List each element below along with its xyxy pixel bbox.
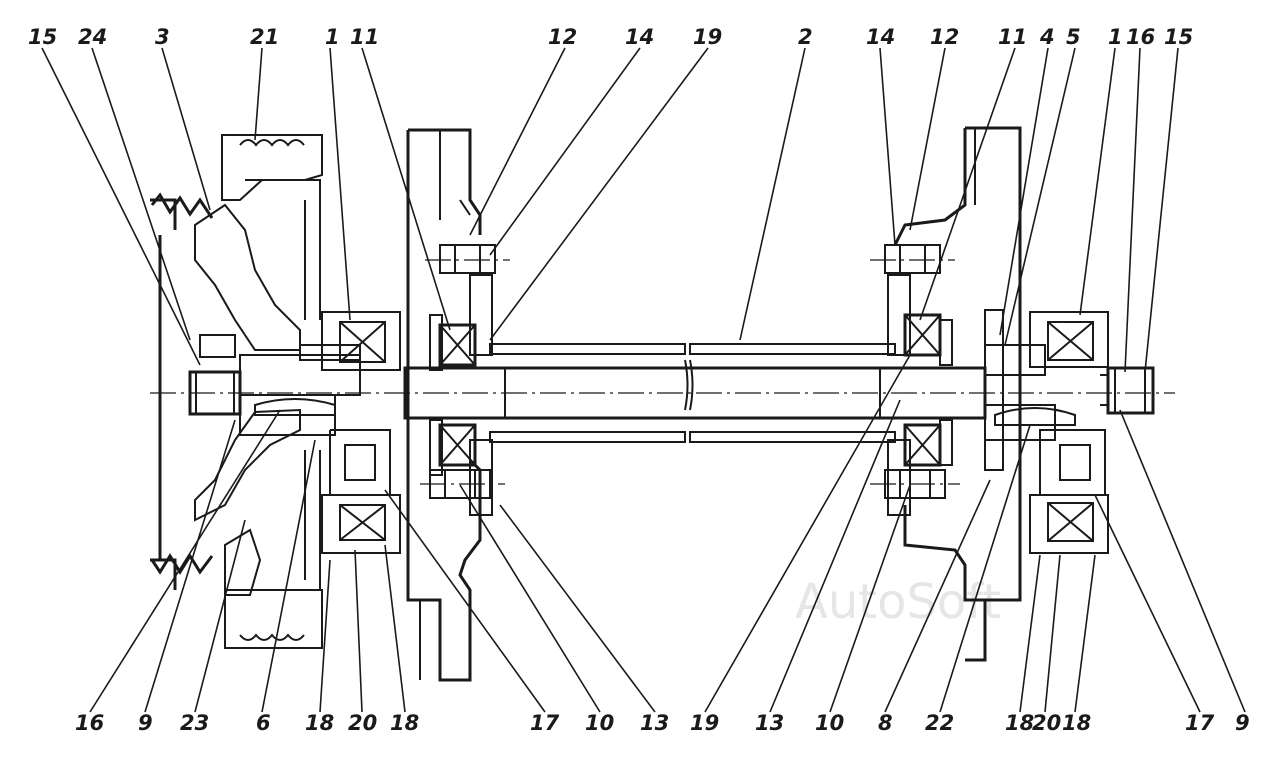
callout-bottom-3: 23 bbox=[180, 711, 209, 735]
callout-top-13: 11 bbox=[998, 25, 1027, 49]
callout-top-7: 12 bbox=[548, 25, 577, 49]
left-mounting-plate bbox=[406, 128, 482, 682]
callout-top-16: 1 bbox=[1108, 25, 1123, 49]
callout-bottom-12: 13 bbox=[755, 711, 784, 735]
leader-lines-top bbox=[41, 47, 1179, 373]
center-lines bbox=[150, 259, 1175, 485]
callout-top-10: 2 bbox=[798, 25, 813, 49]
callout-top-8: 14 bbox=[625, 25, 654, 49]
leader-lines-bottom bbox=[89, 354, 1246, 713]
callout-bottom-7: 18 bbox=[390, 711, 419, 735]
left-shaft-end bbox=[188, 344, 361, 436]
callout-bottom-5: 18 bbox=[305, 711, 334, 735]
callout-top-4: 21 bbox=[250, 25, 279, 49]
callout-bottom-9: 10 bbox=[585, 711, 614, 735]
callout-top-9: 19 bbox=[693, 25, 722, 49]
callout-top-2: 24 bbox=[78, 25, 107, 49]
callout-top-11: 14 bbox=[866, 25, 895, 49]
callout-bottom-18: 18 bbox=[1062, 711, 1091, 735]
callout-top-12: 12 bbox=[930, 25, 959, 49]
callout-top-3: 3 bbox=[155, 25, 170, 49]
callout-top-1: 15 bbox=[28, 25, 57, 49]
watermark-text: AutoSoft bbox=[795, 574, 1001, 630]
callout-bottom-10: 13 bbox=[640, 711, 669, 735]
left-inner-bearing bbox=[429, 244, 496, 516]
callout-bottom-2: 9 bbox=[138, 711, 153, 735]
top-callouts: 15 24 3 21 1 11 12 14 19 2 14 12 11 4 5 … bbox=[28, 25, 1193, 49]
callout-bottom-20: 9 bbox=[1235, 711, 1250, 735]
right-bearing-housing bbox=[984, 311, 1155, 554]
callout-top-5: 1 bbox=[325, 25, 340, 49]
callout-bottom-1: 16 bbox=[75, 711, 104, 735]
callout-top-18: 15 bbox=[1164, 25, 1193, 49]
callout-bottom-16: 18 bbox=[1005, 711, 1034, 735]
callout-bottom-17: 20 bbox=[1032, 711, 1061, 735]
bottom-callouts: 16 9 23 6 18 20 18 17 10 13 19 13 10 8 2… bbox=[75, 711, 1250, 735]
right-mounting-plate bbox=[893, 126, 1022, 662]
callout-bottom-6: 20 bbox=[348, 711, 377, 735]
callout-bottom-19: 17 bbox=[1185, 711, 1215, 735]
left-pulley bbox=[150, 134, 323, 649]
callout-bottom-11: 19 bbox=[690, 711, 719, 735]
callout-top-15: 5 bbox=[1066, 25, 1081, 49]
callout-top-14: 4 bbox=[1039, 25, 1055, 49]
callout-bottom-13: 10 bbox=[815, 711, 844, 735]
callout-bottom-14: 8 bbox=[878, 711, 893, 735]
left-bearing-housing bbox=[321, 311, 401, 554]
callout-bottom-15: 22 bbox=[925, 711, 954, 735]
callout-top-17: 16 bbox=[1126, 25, 1155, 49]
callout-bottom-4: 6 bbox=[256, 711, 271, 735]
callout-bottom-8: 17 bbox=[530, 711, 560, 735]
callout-top-6: 11 bbox=[350, 25, 379, 49]
